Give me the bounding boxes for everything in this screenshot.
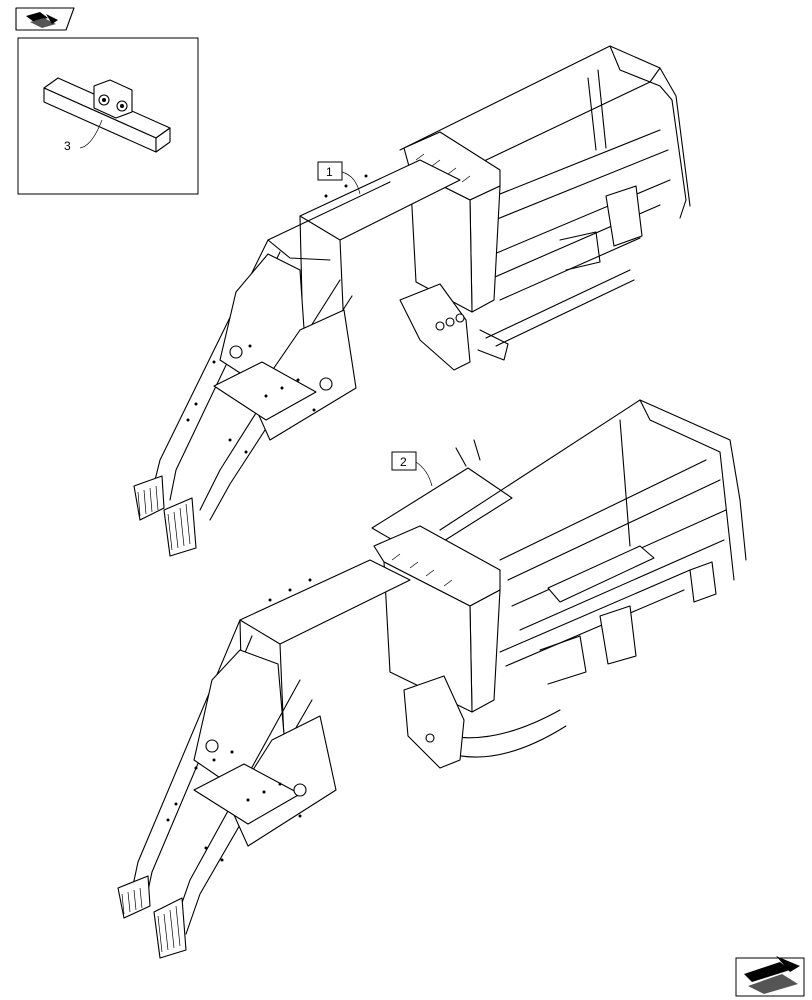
- leader-line-1: [341, 171, 361, 195]
- leader-line-3: [79, 119, 103, 149]
- next-page-arrow-icon[interactable]: [735, 956, 805, 997]
- leader-line-2: [415, 461, 433, 487]
- square-tube-part[interactable]: [43, 77, 171, 153]
- frame-assembly-2[interactable]: [117, 399, 747, 959]
- book-arrow-icon[interactable]: [15, 7, 75, 31]
- frame-assembly-1[interactable]: [133, 45, 691, 557]
- callout-label-3: 3: [64, 139, 71, 153]
- callout-1: 1: [317, 161, 361, 195]
- inset-detail-box: 3: [17, 37, 199, 195]
- callout-label-2: 2: [400, 455, 407, 469]
- callout-label-1: 1: [326, 165, 333, 179]
- callout-2: 2: [391, 451, 433, 487]
